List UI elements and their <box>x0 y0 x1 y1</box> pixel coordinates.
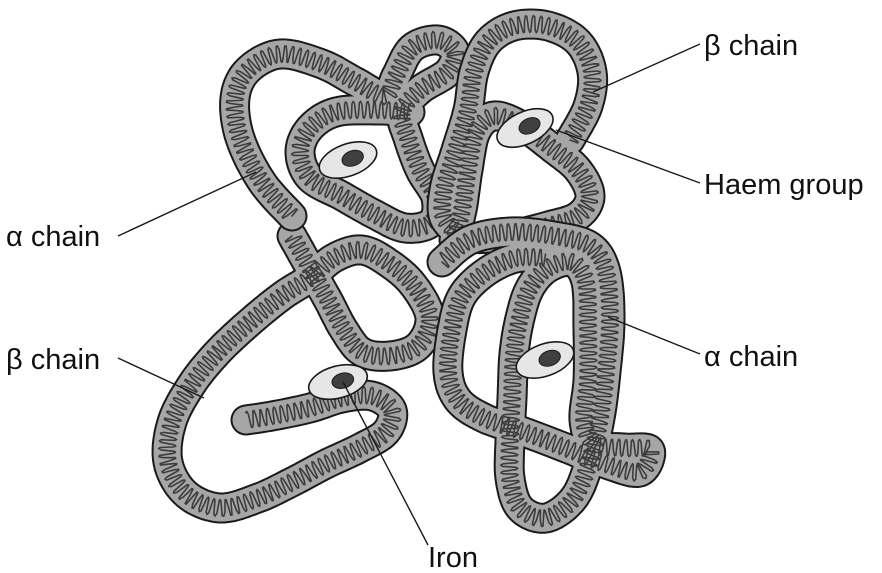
protein-chains <box>159 16 659 527</box>
label-beta-chain-left: β chain <box>6 344 100 376</box>
label-alpha-chain-left: α chain <box>6 221 100 253</box>
label-haem-group: Haem group <box>704 169 864 201</box>
label-iron: Iron <box>428 542 478 573</box>
leader-alpha-chain-left <box>118 172 256 236</box>
label-alpha-chain-right: α chain <box>704 341 798 373</box>
beta-2-ribbon <box>159 236 439 516</box>
label-beta-chain-top: β chain <box>704 30 798 62</box>
leader-beta-chain-top <box>593 44 700 92</box>
